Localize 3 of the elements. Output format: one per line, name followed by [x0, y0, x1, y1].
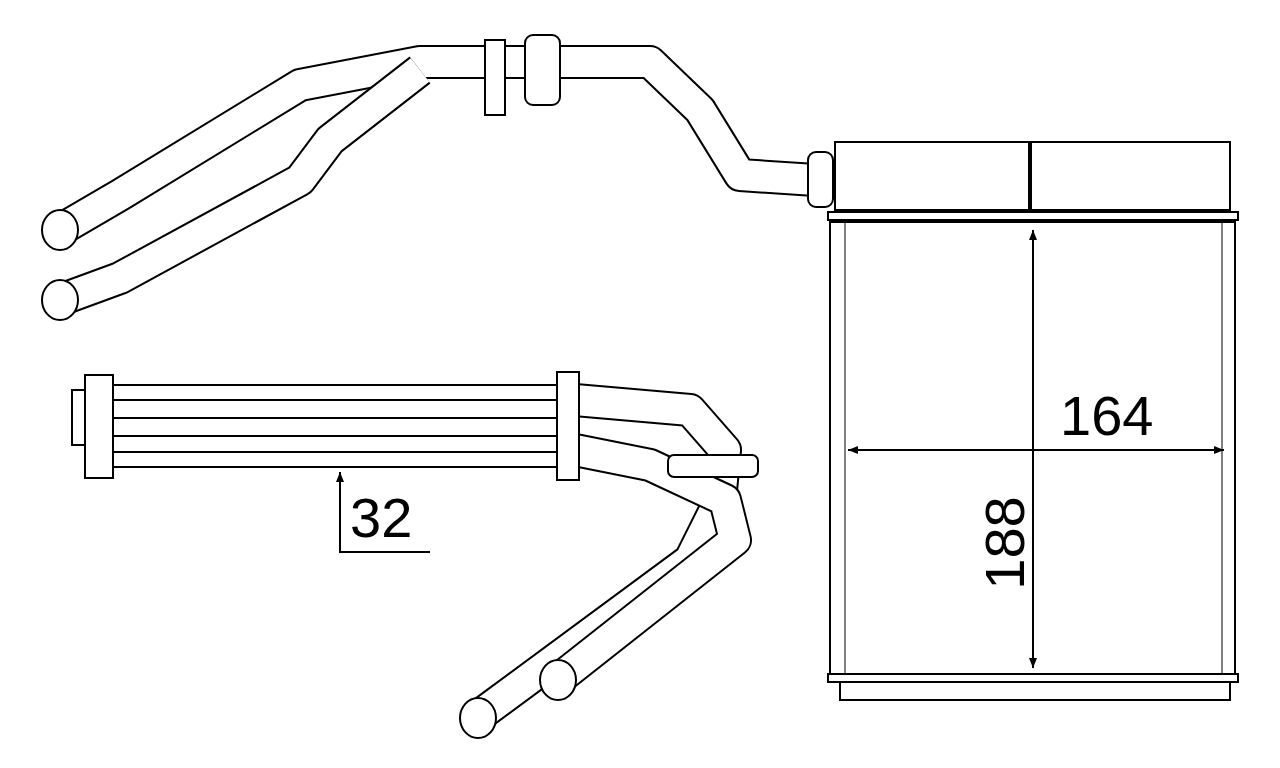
- dimension-value: 188: [976, 496, 1033, 590]
- dimension-value: 164: [1060, 388, 1154, 444]
- dimension-value: 32: [350, 490, 413, 546]
